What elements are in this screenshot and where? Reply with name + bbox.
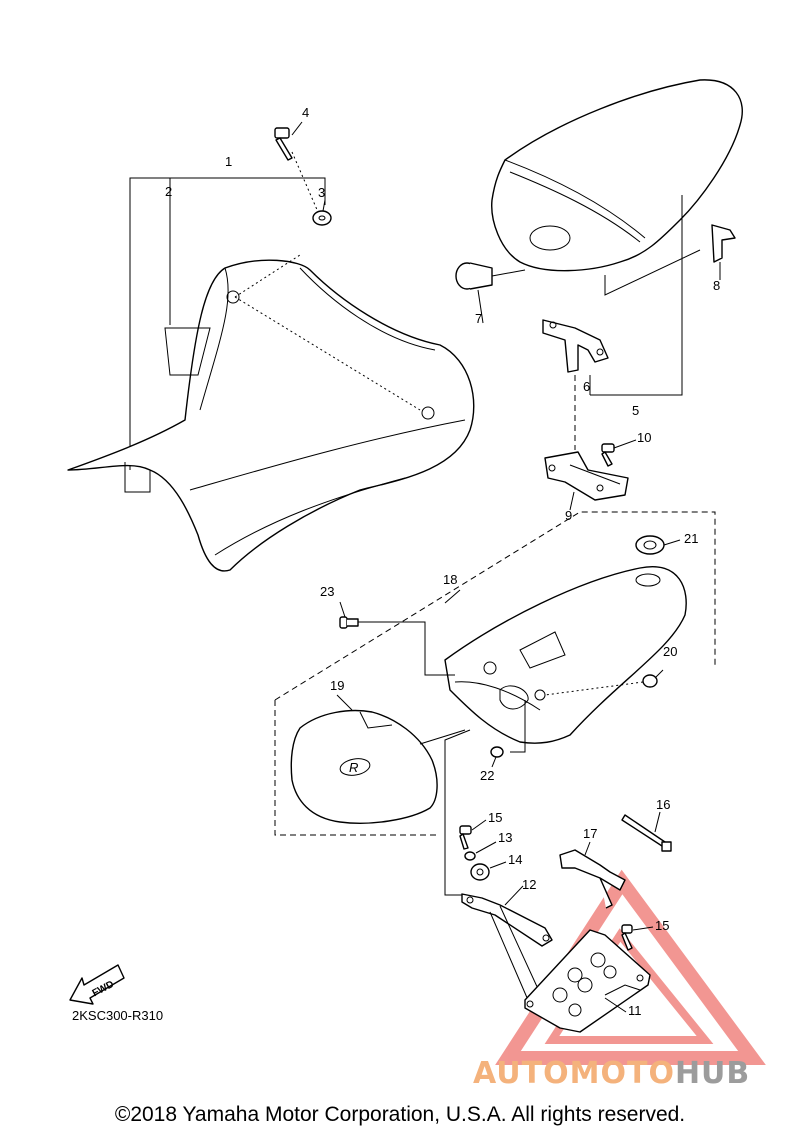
callout-3: 3 bbox=[318, 185, 325, 200]
callout-7: 7 bbox=[475, 311, 482, 326]
callout-22: 22 bbox=[480, 768, 494, 783]
callout-19: 19 bbox=[330, 678, 344, 693]
screw-10 bbox=[601, 443, 615, 467]
bolt-15-upper bbox=[459, 825, 472, 850]
callout-4: 4 bbox=[302, 105, 309, 120]
callout-21: 21 bbox=[684, 531, 698, 546]
tail-cowl-18 bbox=[444, 565, 687, 744]
callout-11: 11 bbox=[628, 1003, 642, 1018]
nut-20 bbox=[642, 674, 658, 688]
callout-labels: 1 2 3 4 5 6 7 8 9 10 11 12 13 14 15 15 1… bbox=[165, 105, 720, 1018]
callout-2: 2 bbox=[165, 184, 172, 199]
callout-13: 13 bbox=[498, 830, 512, 845]
stay-12 bbox=[461, 893, 553, 947]
bolt-4 bbox=[274, 127, 293, 161]
leader-8 bbox=[604, 249, 701, 296]
callout-15-upper: 15 bbox=[488, 810, 502, 825]
leader-19 bbox=[419, 729, 466, 745]
watermark-part2: HUB bbox=[674, 1056, 751, 1091]
seat-assembly-bracket bbox=[129, 177, 326, 470]
callout-18: 18 bbox=[443, 572, 457, 587]
callout-10: 10 bbox=[637, 430, 651, 445]
callout-20: 20 bbox=[663, 644, 677, 659]
callout-17: 17 bbox=[583, 826, 597, 841]
callout-23: 23 bbox=[320, 584, 334, 599]
callout-15-lower: 15 bbox=[655, 918, 669, 933]
callout-1: 1 bbox=[225, 154, 232, 169]
seat-lock-hook-6 bbox=[542, 319, 609, 373]
leader-22 bbox=[510, 700, 526, 753]
seat-lock-9 bbox=[544, 451, 629, 501]
collar-13 bbox=[464, 851, 476, 861]
seat-cowl-cover-19: R bbox=[290, 709, 438, 824]
callout-16: 16 bbox=[656, 797, 670, 812]
damper-14 bbox=[470, 863, 490, 881]
washer-3 bbox=[312, 210, 332, 226]
plate-11 bbox=[524, 929, 651, 1033]
leader-23 bbox=[358, 621, 455, 676]
stay-leader bbox=[444, 729, 471, 896]
fwd-arrow-icon: FWD bbox=[69, 964, 125, 1005]
cowl-group-bracket bbox=[274, 511, 716, 836]
band-16 bbox=[621, 814, 672, 852]
leader-20 bbox=[544, 681, 644, 696]
callout-leaders bbox=[291, 121, 721, 1013]
watermark-part1: AUTOMOTO bbox=[473, 1056, 675, 1091]
copyright-notice: ©2018 Yamaha Motor Corporation, U.S.A. A… bbox=[114, 1103, 686, 1126]
diagram-code: 2KSC300-R310 bbox=[72, 1008, 164, 1023]
screw-23 bbox=[339, 616, 359, 629]
callout-5: 5 bbox=[632, 403, 639, 418]
rider-seat bbox=[67, 254, 475, 572]
callout-9: 9 bbox=[565, 508, 572, 523]
grommet-21 bbox=[635, 535, 665, 555]
callout-6: 6 bbox=[583, 379, 590, 394]
emblem-text: R bbox=[349, 760, 358, 775]
washer-22 bbox=[490, 746, 504, 758]
watermark-text: AUTOMOTOHUB bbox=[473, 1056, 750, 1091]
bracket-5 bbox=[589, 195, 683, 396]
key-cylinder-7 bbox=[455, 262, 526, 290]
pillion-seat bbox=[491, 79, 743, 272]
callout-12: 12 bbox=[522, 877, 536, 892]
bracket-17 bbox=[559, 849, 626, 909]
callout-14: 14 bbox=[508, 852, 522, 867]
bolt-15-lower bbox=[621, 924, 633, 951]
callout-8: 8 bbox=[713, 278, 720, 293]
bolt-leader bbox=[291, 151, 319, 213]
bracket-8 bbox=[711, 224, 736, 263]
